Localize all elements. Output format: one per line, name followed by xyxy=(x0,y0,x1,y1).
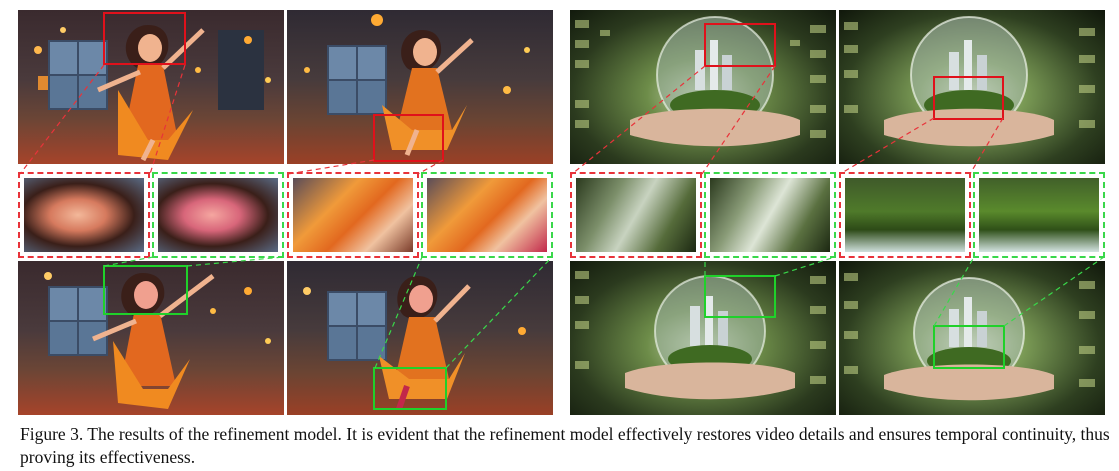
sphere-frame-top-left xyxy=(570,10,836,164)
dancer-scene xyxy=(304,14,530,156)
dancer-crop-leg-after xyxy=(421,172,553,258)
sphere-crop-grass-after xyxy=(973,172,1105,258)
dancer-panel xyxy=(18,10,553,415)
sphere-highlight-box-before-glass xyxy=(704,23,776,67)
sphere-highlight-box-before-grass xyxy=(933,76,1004,120)
dancer-highlight-box-before-leg xyxy=(373,114,444,162)
figure-caption: Figure 3. The results of the refinement … xyxy=(20,424,1110,467)
sphere-scene xyxy=(575,16,826,147)
dancer-crop-face-after xyxy=(152,172,284,258)
dancer-crop-leg-before xyxy=(287,172,419,258)
sphere-highlight-box-after-grass xyxy=(933,325,1005,369)
dancer-highlight-box-before-face xyxy=(103,12,186,65)
sphere-crop-grass-before xyxy=(839,172,971,258)
dancer-frame-top-right xyxy=(287,10,553,164)
dancer-highlight-box-after-leg xyxy=(373,367,447,410)
sphere-crop-glass-after xyxy=(704,172,836,258)
sphere-crop-glass-before xyxy=(570,172,702,258)
sphere-panel xyxy=(570,10,1105,415)
dancer-frame-bottom-left xyxy=(18,261,284,415)
sphere-frame-bottom-left xyxy=(570,261,836,415)
dancer-scene xyxy=(44,272,271,409)
sphere-scene xyxy=(575,271,826,400)
dancer-crop-face-before xyxy=(18,172,150,258)
dancer-highlight-box-after-face xyxy=(103,265,188,315)
sphere-highlight-box-after-glass xyxy=(704,275,776,318)
